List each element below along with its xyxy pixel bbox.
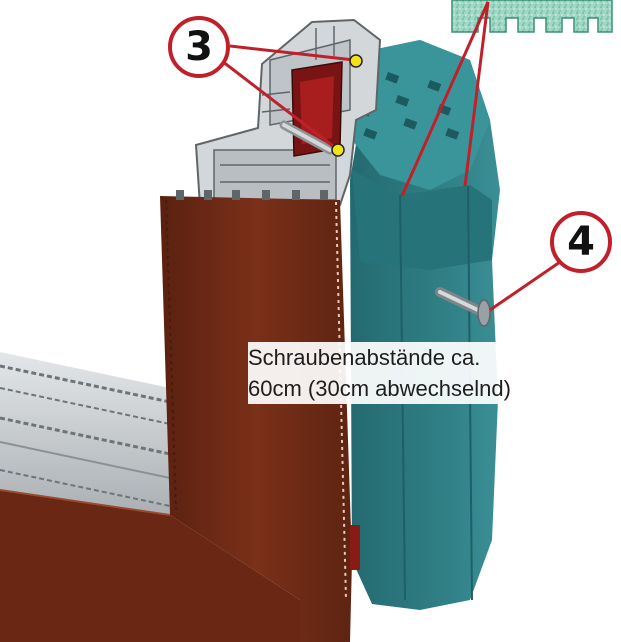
callout-3-number: 3 [185,24,213,70]
note-line-1: Schraubenabstände ca. [248,345,481,370]
callout-4: 4 [550,211,612,273]
frame-profile-section [194,18,382,214]
marker-upper [349,54,363,68]
marker-points [331,54,363,157]
frame-screw [279,120,335,155]
callout-3: 3 [168,16,230,78]
frame-vertical-leg [160,190,360,642]
sill-profile [0,352,171,520]
wall-anchor-screw [435,287,491,327]
sealing-tape [451,0,613,33]
callout-4-number: 4 [567,219,595,265]
note-line-2: 60cm (30cm abwechselnd) [248,376,511,401]
screw-spacing-note: Schraubenabstände ca. 60cm (30cm abwechs… [248,342,517,404]
marker-lower [331,143,345,157]
insulation-block [350,40,500,610]
leader-lines [217,1,561,312]
frame-bottom-leg [0,489,300,642]
